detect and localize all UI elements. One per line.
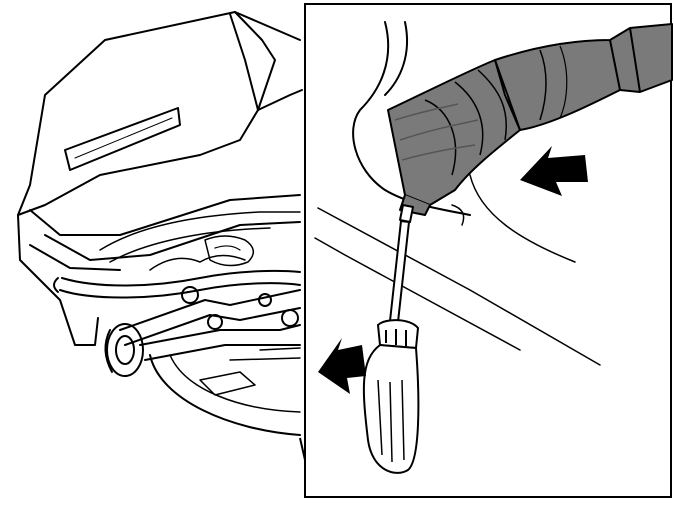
push-arrow [520, 146, 588, 196]
slide-arrow [318, 338, 366, 394]
vehicle-overview [17, 11, 303, 436]
screwdriver-ferrule [377, 319, 419, 349]
screwdriver [362, 204, 420, 474]
detail-inset [304, 3, 673, 498]
screwdriver-tip [399, 204, 414, 223]
rubber-hose-boot [387, 23, 673, 216]
